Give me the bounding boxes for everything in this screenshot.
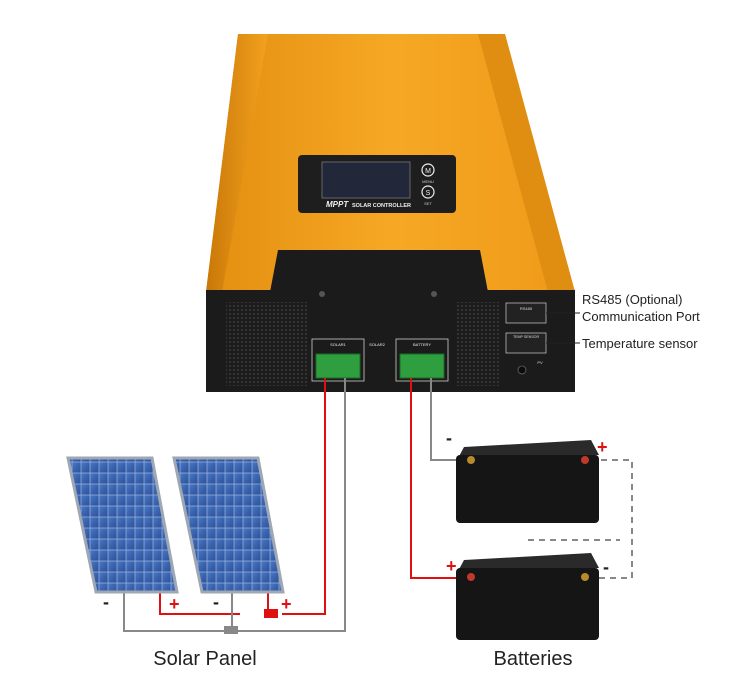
battery-2-positive-terminal <box>467 573 475 581</box>
battery-2 <box>456 553 599 640</box>
solar-panel-2 <box>174 458 283 592</box>
sign-panel2-plus: + <box>281 594 292 614</box>
terminal-label-solar2: SOLAR2 <box>369 342 386 347</box>
sign-panel1-plus: + <box>169 594 180 614</box>
screw-icon <box>319 291 325 297</box>
solar-panels <box>68 458 283 592</box>
sign-battery1-minus: - <box>446 428 452 448</box>
pv-indicator-label: PV <box>537 360 543 365</box>
rs485-port-label: RS485 <box>520 306 533 311</box>
wire-solar-positive <box>282 378 325 614</box>
vent-grille-right <box>456 302 501 386</box>
caption-solar-panel: Solar Panel <box>153 648 256 670</box>
screw-icon <box>431 291 437 297</box>
brand-mppt: MPPT <box>326 200 349 209</box>
lcd-screen[interactable] <box>322 162 410 198</box>
callout-rs485-title: RS485 (Optional) <box>582 292 682 307</box>
menu-button-label: MENU <box>422 179 434 184</box>
callout-temperature-sensor: Temperature sensor <box>582 336 698 351</box>
callout-rs485-subtitle: Communication Port <box>582 309 700 324</box>
set-button-label: SET <box>424 201 432 206</box>
terminal-label-solar1: SOLAR1 <box>330 342 347 347</box>
junction-positive <box>264 609 278 618</box>
brand-solar-controller: SOLAR CONTROLLER <box>352 203 411 209</box>
set-button-letter: S <box>426 190 431 197</box>
battery-1-negative-terminal <box>467 456 475 464</box>
caption-batteries: Batteries <box>494 648 573 670</box>
sign-battery2-minus: - <box>603 557 609 577</box>
menu-button-letter: M <box>425 168 431 175</box>
junction-negative <box>224 626 238 634</box>
sign-battery2-plus: + <box>446 556 457 576</box>
terminal-label-battery: BATTERY <box>413 342 431 347</box>
solar-panel-1 <box>68 458 177 592</box>
pv-indicator <box>518 366 526 374</box>
vent-grille-left <box>226 302 308 386</box>
sign-panel2-minus: - <box>213 592 219 612</box>
battery-1 <box>456 440 599 523</box>
terminal-solar1[interactable] <box>316 354 360 378</box>
terminal-battery[interactable] <box>400 354 444 378</box>
controller-front-lip <box>270 250 488 292</box>
solar-controller: MPPT SOLAR CONTROLLER M MENU S SET RS485… <box>206 34 575 392</box>
sign-battery1-plus: + <box>597 437 608 457</box>
sign-panel1-minus: - <box>103 592 109 612</box>
temp-sensor-port-label: TEMP SENSOR <box>513 335 539 339</box>
battery-1-positive-terminal <box>581 456 589 464</box>
battery-2-negative-terminal <box>581 573 589 581</box>
